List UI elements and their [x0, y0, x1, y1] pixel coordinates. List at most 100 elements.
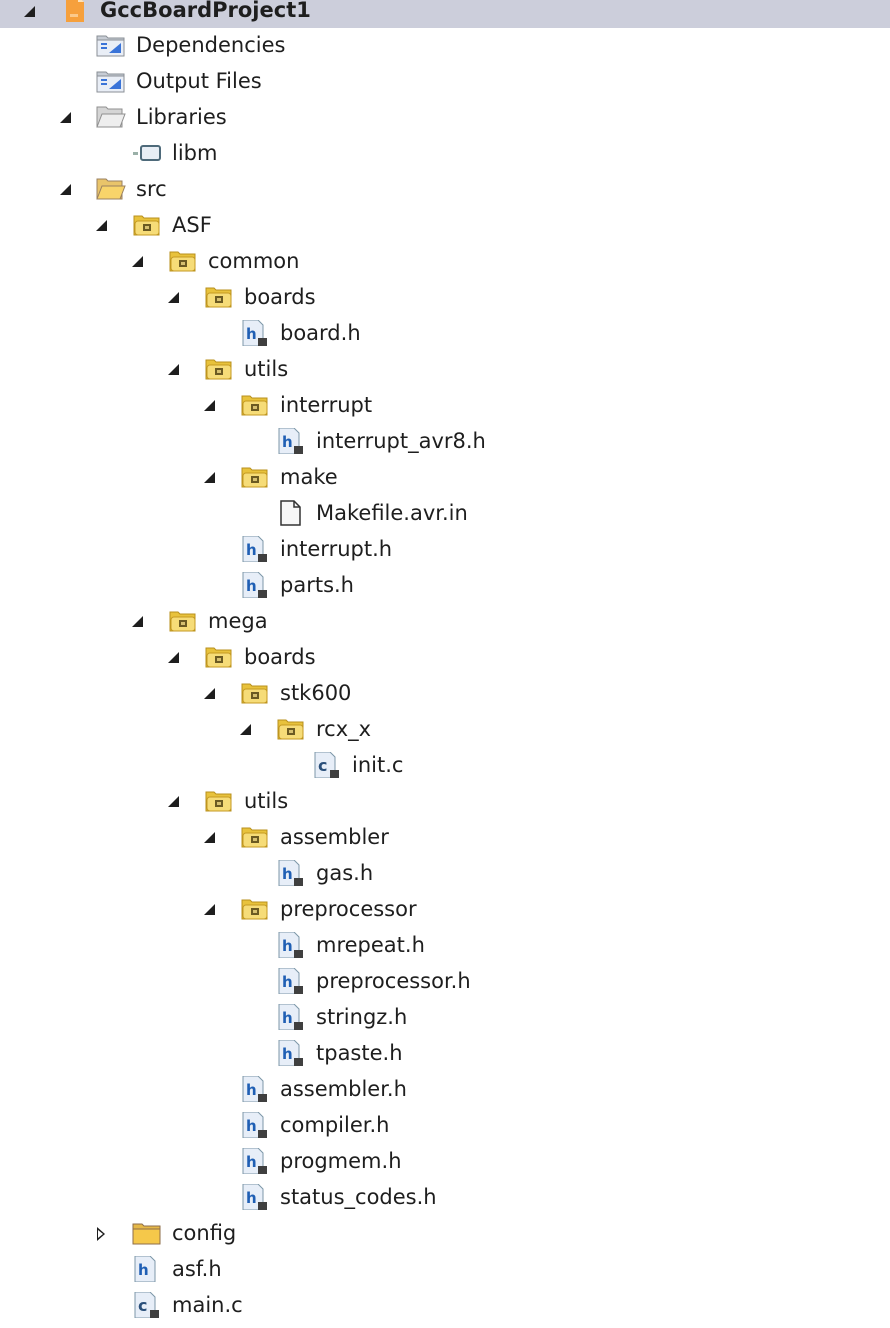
tree-item-label[interactable]: assembler — [280, 825, 389, 849]
tree-item-label[interactable]: preprocessor.h — [316, 969, 471, 993]
tree-item-preprocessor[interactable]: preprocessor — [0, 892, 890, 928]
tree-item-label[interactable]: common — [208, 249, 300, 273]
tree-item-stk600[interactable]: stk600 — [0, 676, 890, 712]
tree-item-progmem-h[interactable]: h progmem.h — [0, 1144, 890, 1180]
tree-item-label[interactable]: assembler.h — [280, 1077, 407, 1101]
tree-item-stringz-h[interactable]: h stringz.h — [0, 1000, 890, 1036]
tree-item-label[interactable]: mrepeat.h — [316, 933, 425, 957]
tree-item-label[interactable]: asf.h — [172, 1257, 222, 1281]
tree-item-label[interactable]: tpaste.h — [316, 1041, 403, 1065]
expand-arrow-icon[interactable] — [238, 723, 252, 737]
tree-item-label[interactable]: utils — [244, 789, 289, 813]
expand-arrow-icon[interactable] — [202, 903, 216, 917]
tree-item-label[interactable]: mega — [208, 609, 268, 633]
tree-item-label[interactable]: compiler.h — [280, 1113, 390, 1137]
tree-item-label[interactable]: main.c — [172, 1293, 243, 1317]
header-file-link-icon: h — [240, 1147, 270, 1175]
header-file-link-icon: h — [276, 1003, 306, 1031]
tree-item-utils[interactable]: utils — [0, 784, 890, 820]
tree-item-config[interactable]: config — [0, 1216, 890, 1252]
expand-arrow-icon[interactable] — [202, 831, 216, 845]
expand-arrow-icon[interactable] — [202, 399, 216, 413]
tree-item-gccboardproject1[interactable]: GccBoardProject1 — [0, 0, 890, 28]
tree-item-label[interactable]: rcx_x — [316, 717, 372, 741]
expand-arrow-icon[interactable] — [22, 5, 36, 19]
svg-text:h: h — [246, 1153, 257, 1171]
tree-item-label[interactable]: utils — [244, 357, 289, 381]
tree-item-output-files[interactable]: Output Files — [0, 64, 890, 100]
tree-item-label[interactable]: stk600 — [280, 681, 352, 705]
expand-arrow-icon[interactable] — [166, 363, 180, 377]
expand-arrow-icon[interactable] — [166, 291, 180, 305]
expand-arrow-icon[interactable] — [58, 183, 72, 197]
tree-item-label[interactable]: gas.h — [316, 861, 374, 885]
svg-text:h: h — [246, 1189, 257, 1207]
tree-item-label[interactable]: GccBoardProject1 — [100, 0, 311, 22]
tree-item-label[interactable]: stringz.h — [316, 1005, 408, 1029]
expand-arrow-icon[interactable] — [166, 795, 180, 809]
expand-arrow-icon[interactable] — [58, 111, 72, 125]
tree-item-boards[interactable]: boards — [0, 280, 890, 316]
tree-item-status-codes-h[interactable]: h status_codes.h — [0, 1180, 890, 1216]
tree-item-label[interactable]: ASF — [172, 213, 212, 237]
tree-item-boards[interactable]: boards — [0, 640, 890, 676]
expand-arrow-icon[interactable] — [166, 651, 180, 665]
tree-item-common[interactable]: common — [0, 244, 890, 280]
tree-item-label[interactable]: Libraries — [136, 105, 227, 129]
svg-text:h: h — [282, 433, 293, 451]
collapse-arrow-icon[interactable] — [94, 1227, 108, 1241]
tree-item-rcx-x[interactable]: rcx_x — [0, 712, 890, 748]
expand-arrow-icon[interactable] — [202, 471, 216, 485]
tree-item-dependencies[interactable]: Dependencies — [0, 28, 890, 64]
linked-folder-icon — [168, 608, 198, 634]
tree-item-mega[interactable]: mega — [0, 604, 890, 640]
tree-item-label[interactable]: progmem.h — [280, 1149, 402, 1173]
tree-item-utils[interactable]: utils — [0, 352, 890, 388]
tree-item-label[interactable]: interrupt_avr8.h — [316, 429, 486, 453]
expand-arrow-icon[interactable] — [130, 255, 144, 269]
expand-arrow-icon[interactable] — [202, 687, 216, 701]
tree-item-interrupt[interactable]: interrupt — [0, 388, 890, 424]
tree-item-label[interactable]: parts.h — [280, 573, 354, 597]
tree-item-label[interactable]: src — [136, 177, 167, 201]
tree-item-parts-h[interactable]: h parts.h — [0, 568, 890, 604]
tree-item-label[interactable]: libm — [172, 141, 218, 165]
tree-item-label[interactable]: init.c — [352, 753, 404, 777]
tree-item-label[interactable]: config — [172, 1221, 237, 1245]
tree-item-libm[interactable]: libm — [0, 136, 890, 172]
tree-item-asf-h[interactable]: h asf.h — [0, 1252, 890, 1288]
tree-item-label[interactable]: status_codes.h — [280, 1185, 437, 1209]
tree-item-label[interactable]: Dependencies — [136, 33, 286, 57]
expand-arrow-icon[interactable] — [94, 219, 108, 233]
svg-text:h: h — [246, 577, 257, 595]
tree-item-label[interactable]: boards — [244, 645, 316, 669]
tree-item-label[interactable]: interrupt — [280, 393, 373, 417]
tree-item-interrupt-avr8-h[interactable]: h interrupt_avr8.h — [0, 424, 890, 460]
expand-arrow-icon[interactable] — [130, 615, 144, 629]
tree-item-label[interactable]: make — [280, 465, 338, 489]
header-file-icon: h — [132, 1255, 162, 1283]
tree-item-label[interactable]: interrupt.h — [280, 537, 393, 561]
tree-item-makefile-avr-in[interactable]: Makefile.avr.in — [0, 496, 890, 532]
tree-item-label[interactable]: Makefile.avr.in — [316, 501, 468, 525]
output-files-folder-icon — [96, 68, 126, 94]
tree-item-label[interactable]: Output Files — [136, 69, 262, 93]
tree-item-libraries[interactable]: Libraries — [0, 100, 890, 136]
tree-item-asf[interactable]: ASF — [0, 208, 890, 244]
tree-item-label[interactable]: preprocessor — [280, 897, 417, 921]
tree-item-assembler[interactable]: assembler — [0, 820, 890, 856]
tree-item-label[interactable]: board.h — [280, 321, 361, 345]
tree-item-make[interactable]: make — [0, 460, 890, 496]
tree-item-src[interactable]: src — [0, 172, 890, 208]
tree-item-label[interactable]: boards — [244, 285, 316, 309]
